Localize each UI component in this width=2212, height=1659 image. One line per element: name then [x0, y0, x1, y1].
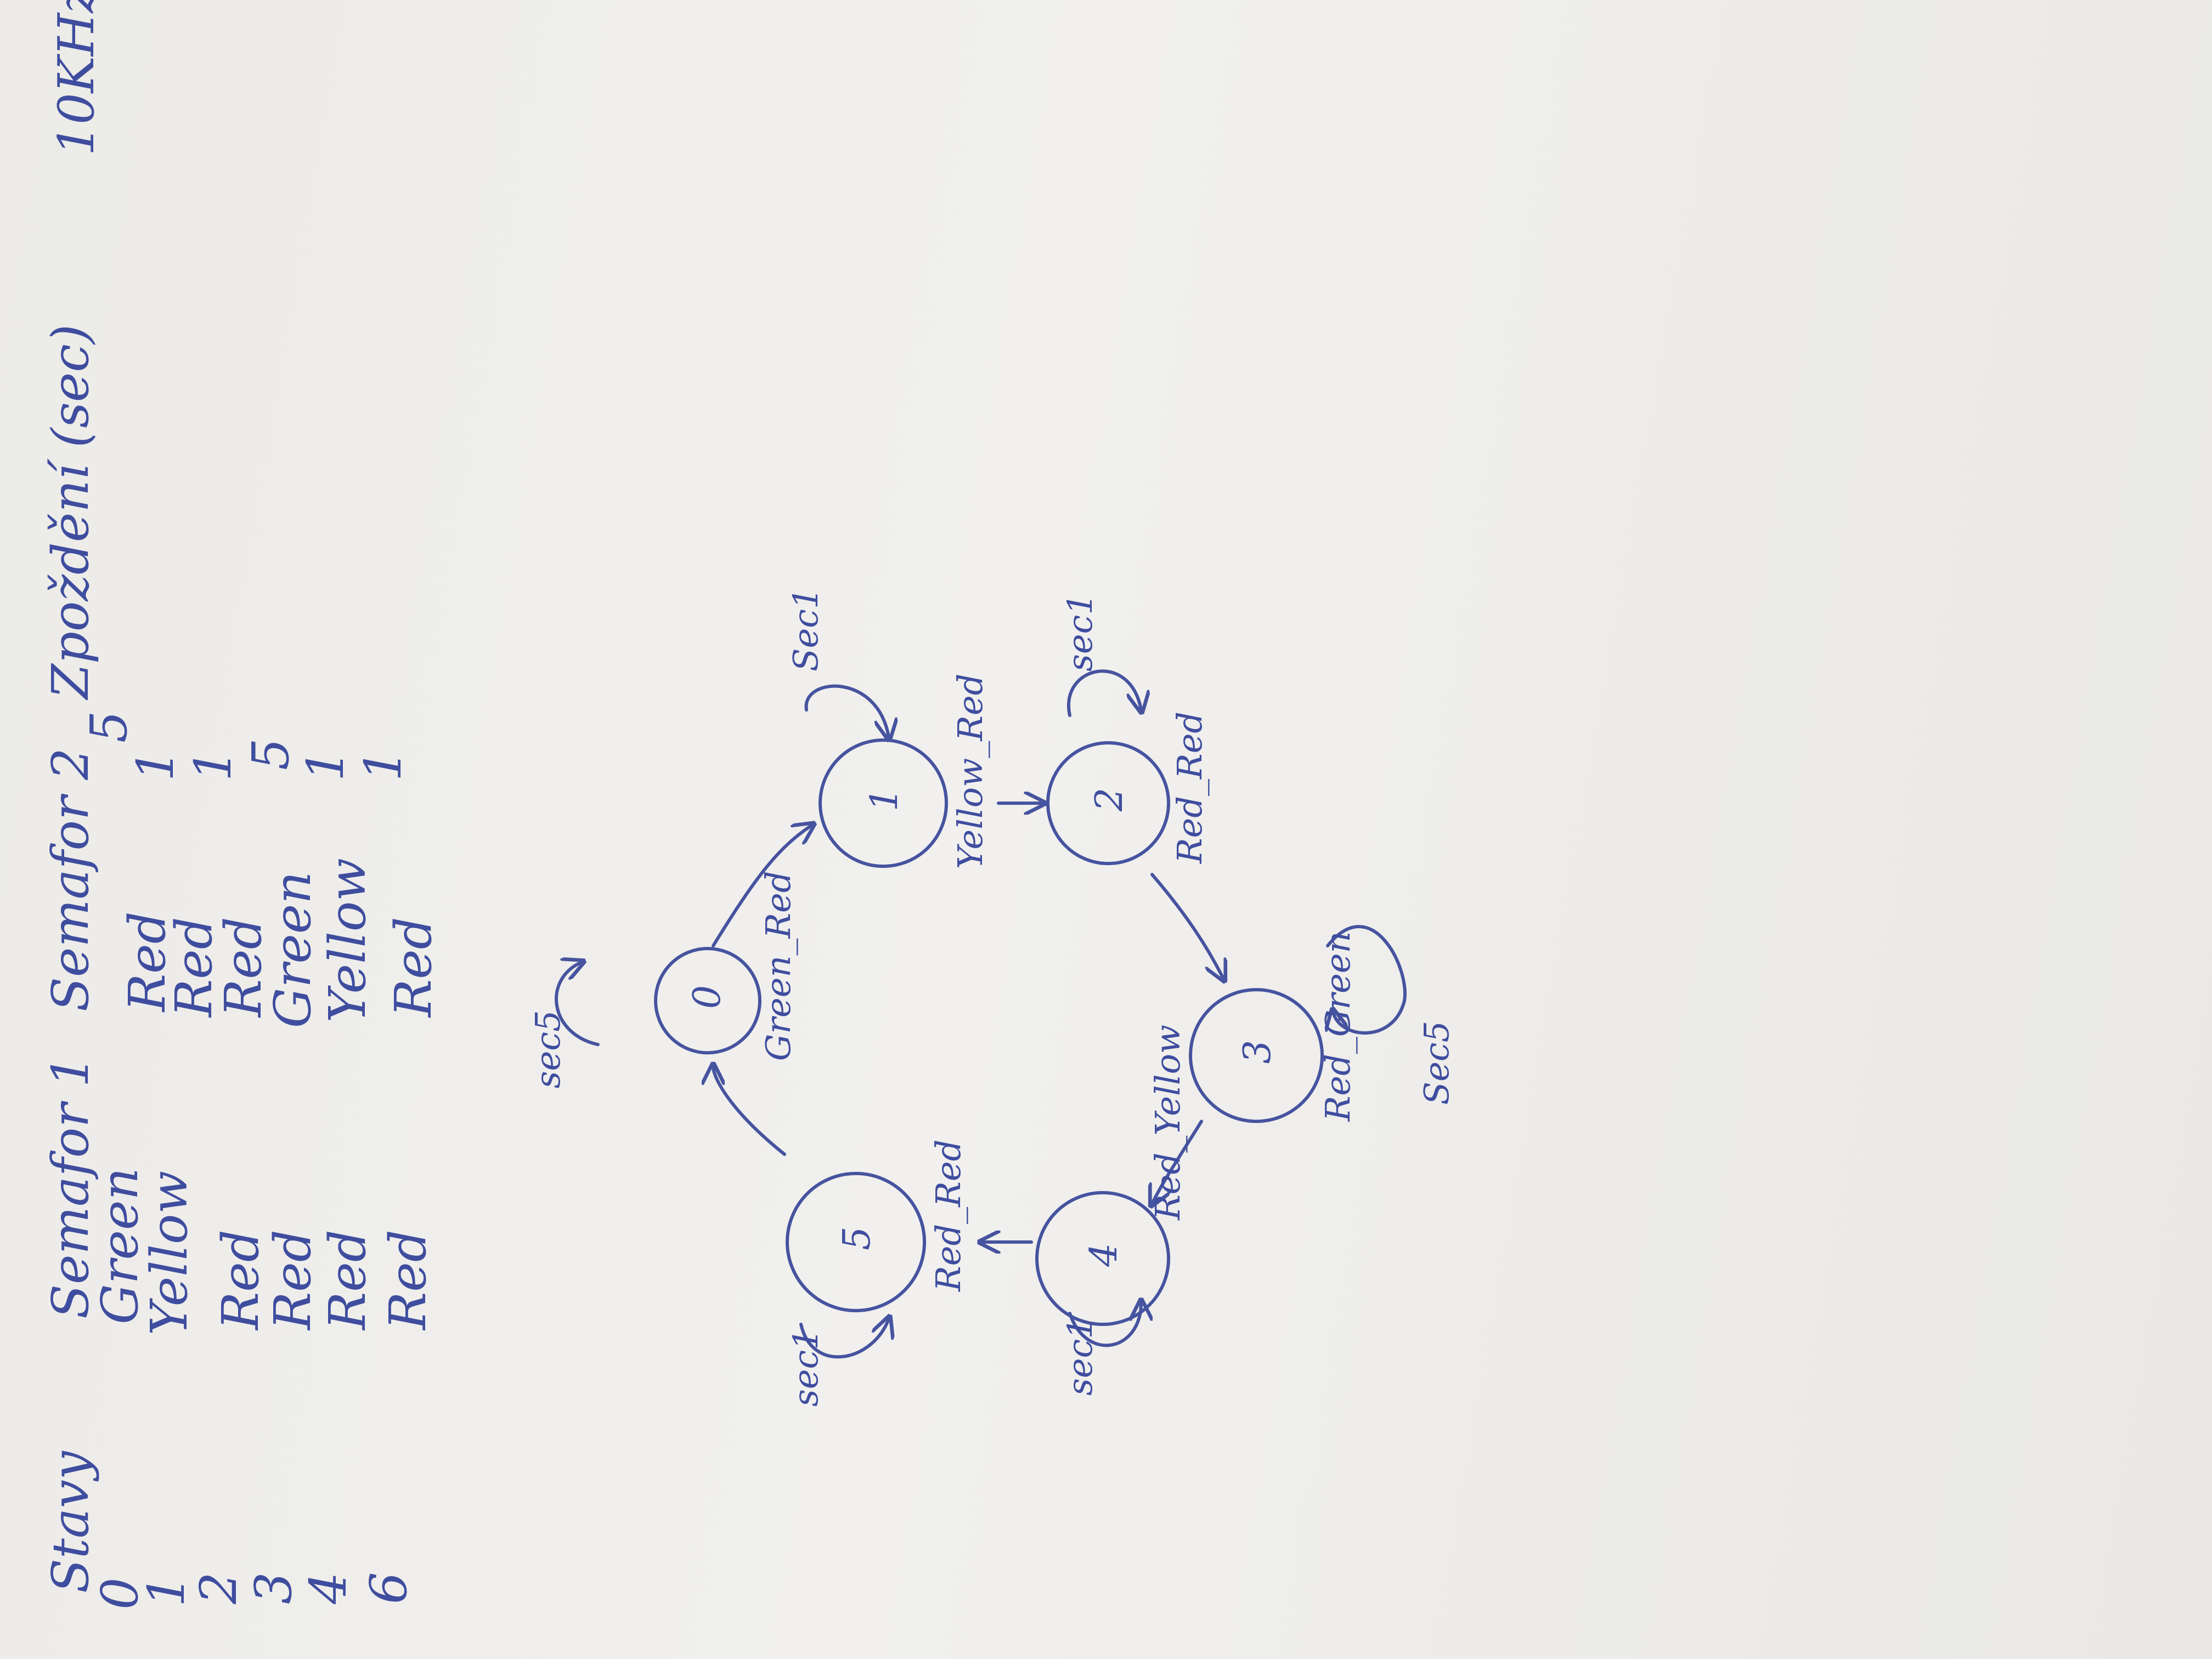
- state-label: Green_Red: [758, 871, 798, 1061]
- transition-2-3: [1150, 873, 1223, 979]
- loop-label: Sec5: [1417, 1021, 1457, 1105]
- cell-delay: 5: [80, 710, 138, 743]
- table-row: 1 Yellow Red 1: [126, 749, 223, 1607]
- cell-delay: 5: [241, 738, 300, 770]
- cell-semafor-2: Red: [165, 917, 223, 1018]
- cell-semafor-2: Red: [118, 911, 177, 1013]
- self-loop-5: [799, 1319, 889, 1359]
- loop-label: sec1: [786, 1328, 826, 1407]
- cell-delay: 1: [354, 749, 413, 781]
- cell-semafor-1: Yellow: [140, 1171, 199, 1335]
- cell-state: 2: [189, 1572, 248, 1605]
- cell-semafor-1: Red: [318, 1229, 377, 1331]
- cell-semafor-2: Yellow: [318, 858, 377, 1023]
- table-row: 4 Red Yellow 1: [296, 749, 377, 1605]
- table-row: 0 Green Red 5: [80, 710, 177, 1610]
- rotated-content: Stavy Semafor 1 Semafor 2 Zpoždění (sec)…: [41, 0, 1457, 1610]
- loop-label: sec1: [1060, 1317, 1100, 1396]
- table-row: 2 Red Red 1: [184, 749, 273, 1605]
- state-id: 2: [1088, 788, 1131, 812]
- cell-state: 0: [91, 1577, 149, 1610]
- cell-state: 6: [359, 1572, 418, 1604]
- state-id: 3: [1236, 1040, 1279, 1064]
- state-id: 1: [863, 788, 906, 811]
- cell-delay: 1: [126, 749, 185, 781]
- cell-semafor-1: Red: [379, 1229, 437, 1331]
- loop-label: Sec1: [786, 588, 826, 672]
- header-zpozdeni: Zpoždění (sec): [41, 324, 100, 701]
- cell-semafor-2: Red: [384, 917, 443, 1018]
- state-id: 5: [836, 1227, 879, 1250]
- state-id: 4: [1082, 1243, 1126, 1267]
- transition-0-1: [712, 825, 812, 947]
- state-node-0: 0 Green_Red sec5: [528, 871, 798, 1088]
- loop-label: sec1: [1060, 593, 1100, 672]
- state-node-2: 2 Red_Red sec1: [1046, 593, 1210, 865]
- state-node-4: 4 Red_Yellow sec1: [1035, 1025, 1188, 1396]
- self-loop-3: [1328, 925, 1407, 1035]
- table-row: 6 Red Red 1: [354, 749, 443, 1604]
- cell-semafor-1: Red: [211, 1229, 270, 1331]
- state-node-3: 3 Red_Green Sec5: [1189, 931, 1457, 1123]
- state-label: Red_Yellow: [1148, 1025, 1188, 1221]
- cell-state: 4: [299, 1572, 358, 1605]
- self-loop-1: [804, 684, 889, 737]
- cell-state: 3: [244, 1572, 303, 1604]
- cell-semafor-2: Red: [214, 917, 273, 1018]
- state-label: Yellow_Red: [950, 674, 990, 869]
- state-label: Red_Red: [928, 1139, 968, 1292]
- self-loop-4: [1068, 1302, 1141, 1347]
- state-diagram: 0 Green_Red sec5 1 Yellow_Red Sec1 2 Red…: [528, 588, 1457, 1407]
- cell-semafor-2: Green: [263, 871, 322, 1028]
- header-semafor-2: Semafor 2: [41, 748, 100, 1012]
- state-table: Stavy Semafor 1 Semafor 2 Zpoždění (sec)…: [41, 324, 443, 1610]
- cell-semafor-1: Red: [263, 1229, 322, 1331]
- loop-label: sec5: [528, 1010, 568, 1088]
- cell-delay: 1: [184, 749, 242, 781]
- table-header-row: Stavy Semafor 1 Semafor 2 Zpoždění (sec): [41, 324, 100, 1593]
- cell-semafor-1: Green: [91, 1167, 149, 1324]
- self-loop-0: [555, 962, 600, 1046]
- state-node-1: 1 Yellow_Red Sec1: [786, 588, 990, 869]
- header-semafor-1: Semafor 1: [41, 1055, 100, 1319]
- transition-3-4: [1152, 1120, 1203, 1204]
- state-label: Red_Green: [1318, 931, 1358, 1122]
- state-id: 0: [686, 985, 729, 1009]
- state-label: Red_Red: [1170, 712, 1210, 864]
- table-row: 3 Red Green 5: [241, 738, 322, 1604]
- self-loop-2: [1067, 669, 1141, 717]
- cell-delay: 1: [296, 749, 355, 781]
- state-node-5: 5 Red_Red sec1: [786, 1139, 968, 1407]
- transition-5-0: [713, 1066, 786, 1156]
- cell-state: 1: [137, 1575, 196, 1607]
- clock-note: 10KHz clock: [48, 0, 105, 156]
- header-stavy: Stavy: [41, 1451, 100, 1593]
